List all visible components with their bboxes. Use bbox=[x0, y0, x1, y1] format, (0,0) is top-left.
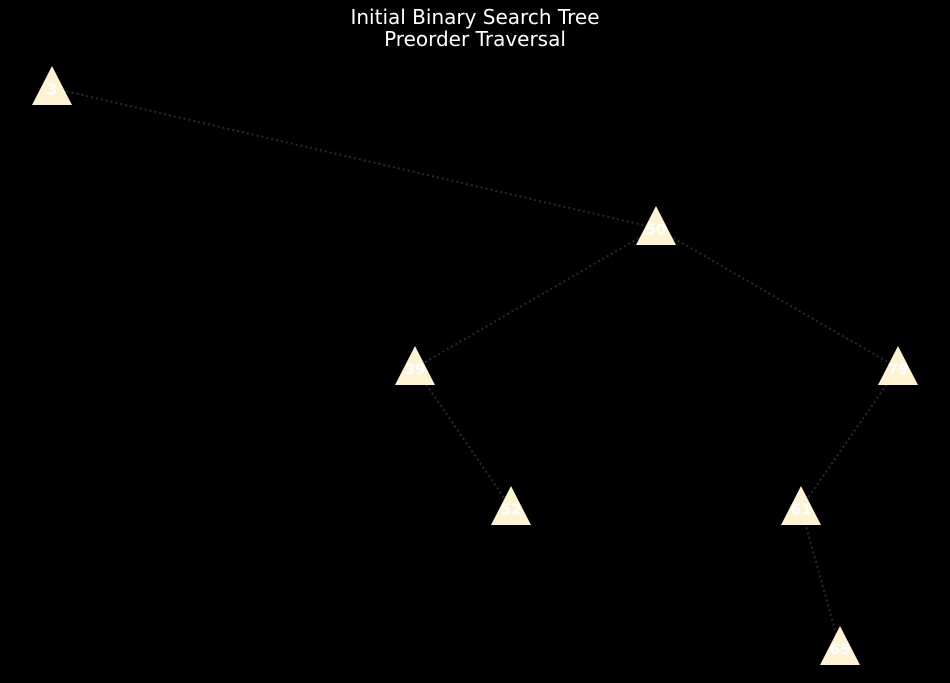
node-label: 3 bbox=[47, 81, 57, 99]
node-label: 79 bbox=[888, 361, 909, 379]
chart-title: Initial Binary Search Tree Preorder Trav… bbox=[0, 6, 950, 50]
triangle-node-icon bbox=[820, 626, 860, 665]
tree-edge-n61-n65 bbox=[800, 507, 841, 649]
tree-node-52: 52 bbox=[491, 486, 531, 525]
node-label: 50 bbox=[646, 221, 667, 239]
tree-edge-n50-n79 bbox=[655, 227, 899, 369]
title-line-1: Initial Binary Search Tree bbox=[350, 5, 600, 29]
tree-node-3: 3 bbox=[32, 66, 72, 105]
triangle-node-icon bbox=[491, 486, 531, 525]
tree-edge-n79-n61 bbox=[800, 367, 899, 509]
triangle-node-icon bbox=[636, 206, 676, 245]
tree-node-65: 65 bbox=[820, 626, 860, 665]
tree-node-50: 50 bbox=[636, 206, 676, 245]
tree-edge-n50-n39 bbox=[414, 227, 657, 369]
title-line-2: Preorder Traversal bbox=[384, 27, 566, 51]
node-label: 65 bbox=[830, 641, 851, 659]
triangle-node-icon bbox=[878, 346, 918, 385]
node-label: 39 bbox=[405, 361, 426, 379]
triangle-node-icon bbox=[781, 486, 821, 525]
triangle-node-icon bbox=[32, 66, 72, 105]
tree-node-79: 79 bbox=[878, 346, 918, 385]
node-label: 52 bbox=[501, 501, 522, 519]
tree-node-39: 39 bbox=[395, 346, 435, 385]
tree-node-61: 61 bbox=[781, 486, 821, 525]
edges-layer bbox=[51, 87, 899, 649]
node-label: 61 bbox=[791, 501, 812, 519]
tree-edge-n3-n50 bbox=[51, 87, 657, 229]
triangle-node-icon bbox=[395, 346, 435, 385]
nodes-layer: 3 50 39 79 52 61 65 bbox=[32, 66, 918, 665]
tree-edge-n39-n52 bbox=[414, 367, 512, 509]
